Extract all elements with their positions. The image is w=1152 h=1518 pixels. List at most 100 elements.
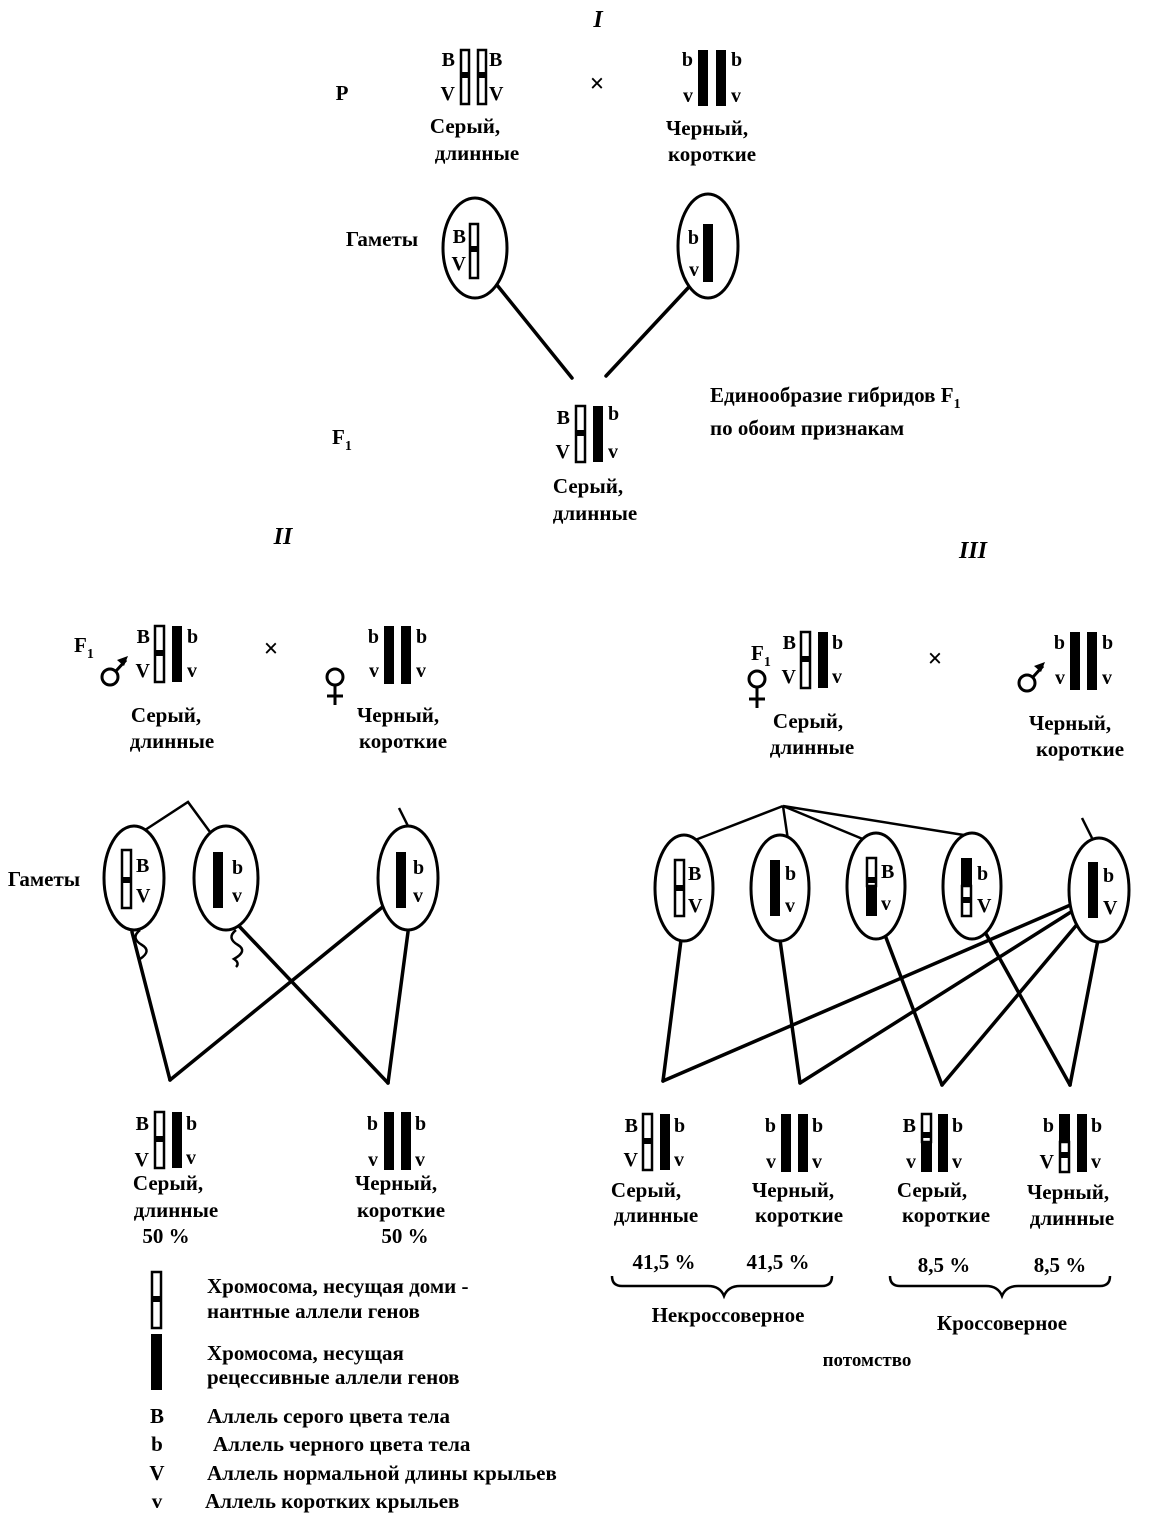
dominant-chromosome bbox=[799, 630, 812, 690]
phenotype-label: Черный, bbox=[355, 1171, 437, 1195]
allele-label: B bbox=[688, 863, 701, 885]
phenotype-label: Серый, bbox=[553, 474, 623, 498]
phenotype-label: Черный, bbox=[1029, 711, 1111, 735]
legend-text: Аллель нормальной длины крыльев bbox=[207, 1461, 557, 1485]
recessive-chromosome bbox=[384, 626, 394, 684]
dominant-chromosome bbox=[459, 48, 471, 106]
phenotype-label: длинные bbox=[770, 735, 854, 759]
allele-label: b bbox=[1102, 632, 1113, 654]
gamete-egg-left: B V bbox=[441, 196, 509, 300]
fertilization-line bbox=[168, 903, 387, 1082]
allele-label: V bbox=[1040, 1151, 1055, 1173]
allele-label: b bbox=[688, 227, 699, 249]
gamete-ii-3: b v bbox=[376, 824, 440, 932]
allele-label: b bbox=[415, 1113, 426, 1135]
allele-label: b bbox=[1043, 1115, 1054, 1137]
phenotype-label: Серый, bbox=[133, 1171, 203, 1195]
group-brace bbox=[888, 1275, 1112, 1300]
recessive-chromosome bbox=[921, 1142, 932, 1172]
fertilization-line bbox=[604, 286, 690, 378]
uniformity-note: Единообразие гибридов F1 bbox=[710, 383, 961, 412]
fertilization-line bbox=[940, 913, 1087, 1087]
f1-label: F1 bbox=[751, 641, 771, 670]
allele-label: b bbox=[367, 1113, 378, 1135]
recessive-chromosome bbox=[716, 50, 726, 106]
phenotype-label: Серый, bbox=[773, 709, 843, 733]
allele-label: v bbox=[608, 441, 618, 463]
allele-label: b bbox=[682, 49, 693, 71]
gamete-ii-2: b v bbox=[192, 824, 260, 932]
gamete-iii-4: b V bbox=[941, 831, 1003, 941]
cross-sign: × bbox=[590, 69, 605, 98]
allele-label: v bbox=[731, 85, 741, 107]
allele-label: v bbox=[416, 660, 426, 682]
branch-line bbox=[141, 800, 212, 834]
allele-label: V bbox=[624, 1149, 639, 1171]
dominant-chromosome bbox=[153, 624, 166, 684]
recessive-chromosome bbox=[781, 1114, 791, 1172]
recessive-chromosome bbox=[401, 1112, 411, 1170]
allele-label: b bbox=[187, 626, 198, 648]
legend-symbol: b bbox=[151, 1432, 163, 1456]
allele-label: v bbox=[1055, 667, 1065, 689]
allele-label: V bbox=[136, 885, 151, 907]
allele-label: b bbox=[416, 626, 427, 648]
allele-label: V bbox=[452, 253, 467, 275]
group-label: потомство bbox=[823, 1350, 912, 1371]
legend-symbol: V bbox=[149, 1461, 164, 1485]
percent-label: 41,5 % bbox=[633, 1250, 696, 1274]
legend-symbol: v bbox=[152, 1489, 163, 1513]
genotype-offspring-iii-2: b v b v bbox=[765, 1114, 823, 1173]
allele-label: b bbox=[765, 1115, 776, 1137]
phenotype-label: длинные bbox=[1030, 1206, 1114, 1230]
branch-line bbox=[782, 804, 871, 844]
phenotype-label: Серый, bbox=[131, 703, 201, 727]
recessive-chromosome bbox=[593, 406, 603, 462]
f1-label: F1 bbox=[332, 425, 352, 454]
gamete-iii-2: b v bbox=[749, 833, 811, 943]
gamete-iii-5: b V bbox=[1067, 836, 1131, 944]
genotype-male-parent: B V b v bbox=[136, 624, 198, 684]
allele-label: B bbox=[136, 855, 149, 877]
phenotype-label: Серый, bbox=[611, 1178, 681, 1202]
female-symbol-icon bbox=[747, 669, 767, 708]
phenotype-label: короткие bbox=[902, 1203, 990, 1227]
allele-label: B bbox=[136, 1113, 149, 1135]
recessive-chromosome bbox=[866, 886, 877, 916]
group-label: Кроссоверное bbox=[937, 1311, 1067, 1335]
recessive-chromosome bbox=[213, 852, 223, 908]
legend-text: Аллель черного цвета тела bbox=[213, 1432, 471, 1456]
allele-label: v bbox=[186, 1147, 196, 1169]
allele-label: v bbox=[187, 660, 197, 682]
legend-text: Аллель коротких крыльев bbox=[205, 1489, 459, 1513]
fertilization-line bbox=[661, 898, 1084, 1083]
phenotype-label: короткие bbox=[357, 1198, 445, 1222]
allele-label: v bbox=[689, 259, 699, 281]
fertilization-line bbox=[1068, 938, 1100, 1087]
allele-label: V bbox=[977, 895, 992, 917]
cross-sign: × bbox=[928, 644, 943, 673]
allele-label: B bbox=[489, 49, 502, 71]
allele-label: V bbox=[556, 441, 571, 463]
allele-label: b bbox=[608, 403, 619, 425]
allele-label: b bbox=[413, 857, 424, 879]
fertilization-line bbox=[661, 938, 683, 1083]
gamete-ii-1: B V bbox=[102, 824, 166, 932]
gametes-label: Гаметы bbox=[8, 867, 80, 891]
phenotype-label: Серый, bbox=[430, 114, 500, 138]
genotype-offspring-iii-1: B V b v bbox=[624, 1112, 685, 1172]
gamete-iii-3: B v bbox=[845, 831, 907, 941]
genotype-f1: B V b v bbox=[556, 403, 619, 464]
phenotype-label: короткие bbox=[755, 1203, 843, 1227]
allele-label: b bbox=[1054, 632, 1065, 654]
genotype-offspring-iii-3: B v b v bbox=[903, 1112, 963, 1173]
dominant-chromosome bbox=[641, 1112, 654, 1172]
allele-label: V bbox=[782, 666, 797, 688]
allele-label: B bbox=[442, 49, 455, 71]
allele-label: V bbox=[136, 660, 151, 682]
recessive-chromosome bbox=[396, 852, 406, 908]
allele-label: v bbox=[766, 1151, 776, 1173]
allele-label: b bbox=[186, 1113, 197, 1135]
fertilization-line bbox=[386, 930, 410, 1085]
legend-text: Аллель серого цвета тела bbox=[207, 1404, 451, 1428]
